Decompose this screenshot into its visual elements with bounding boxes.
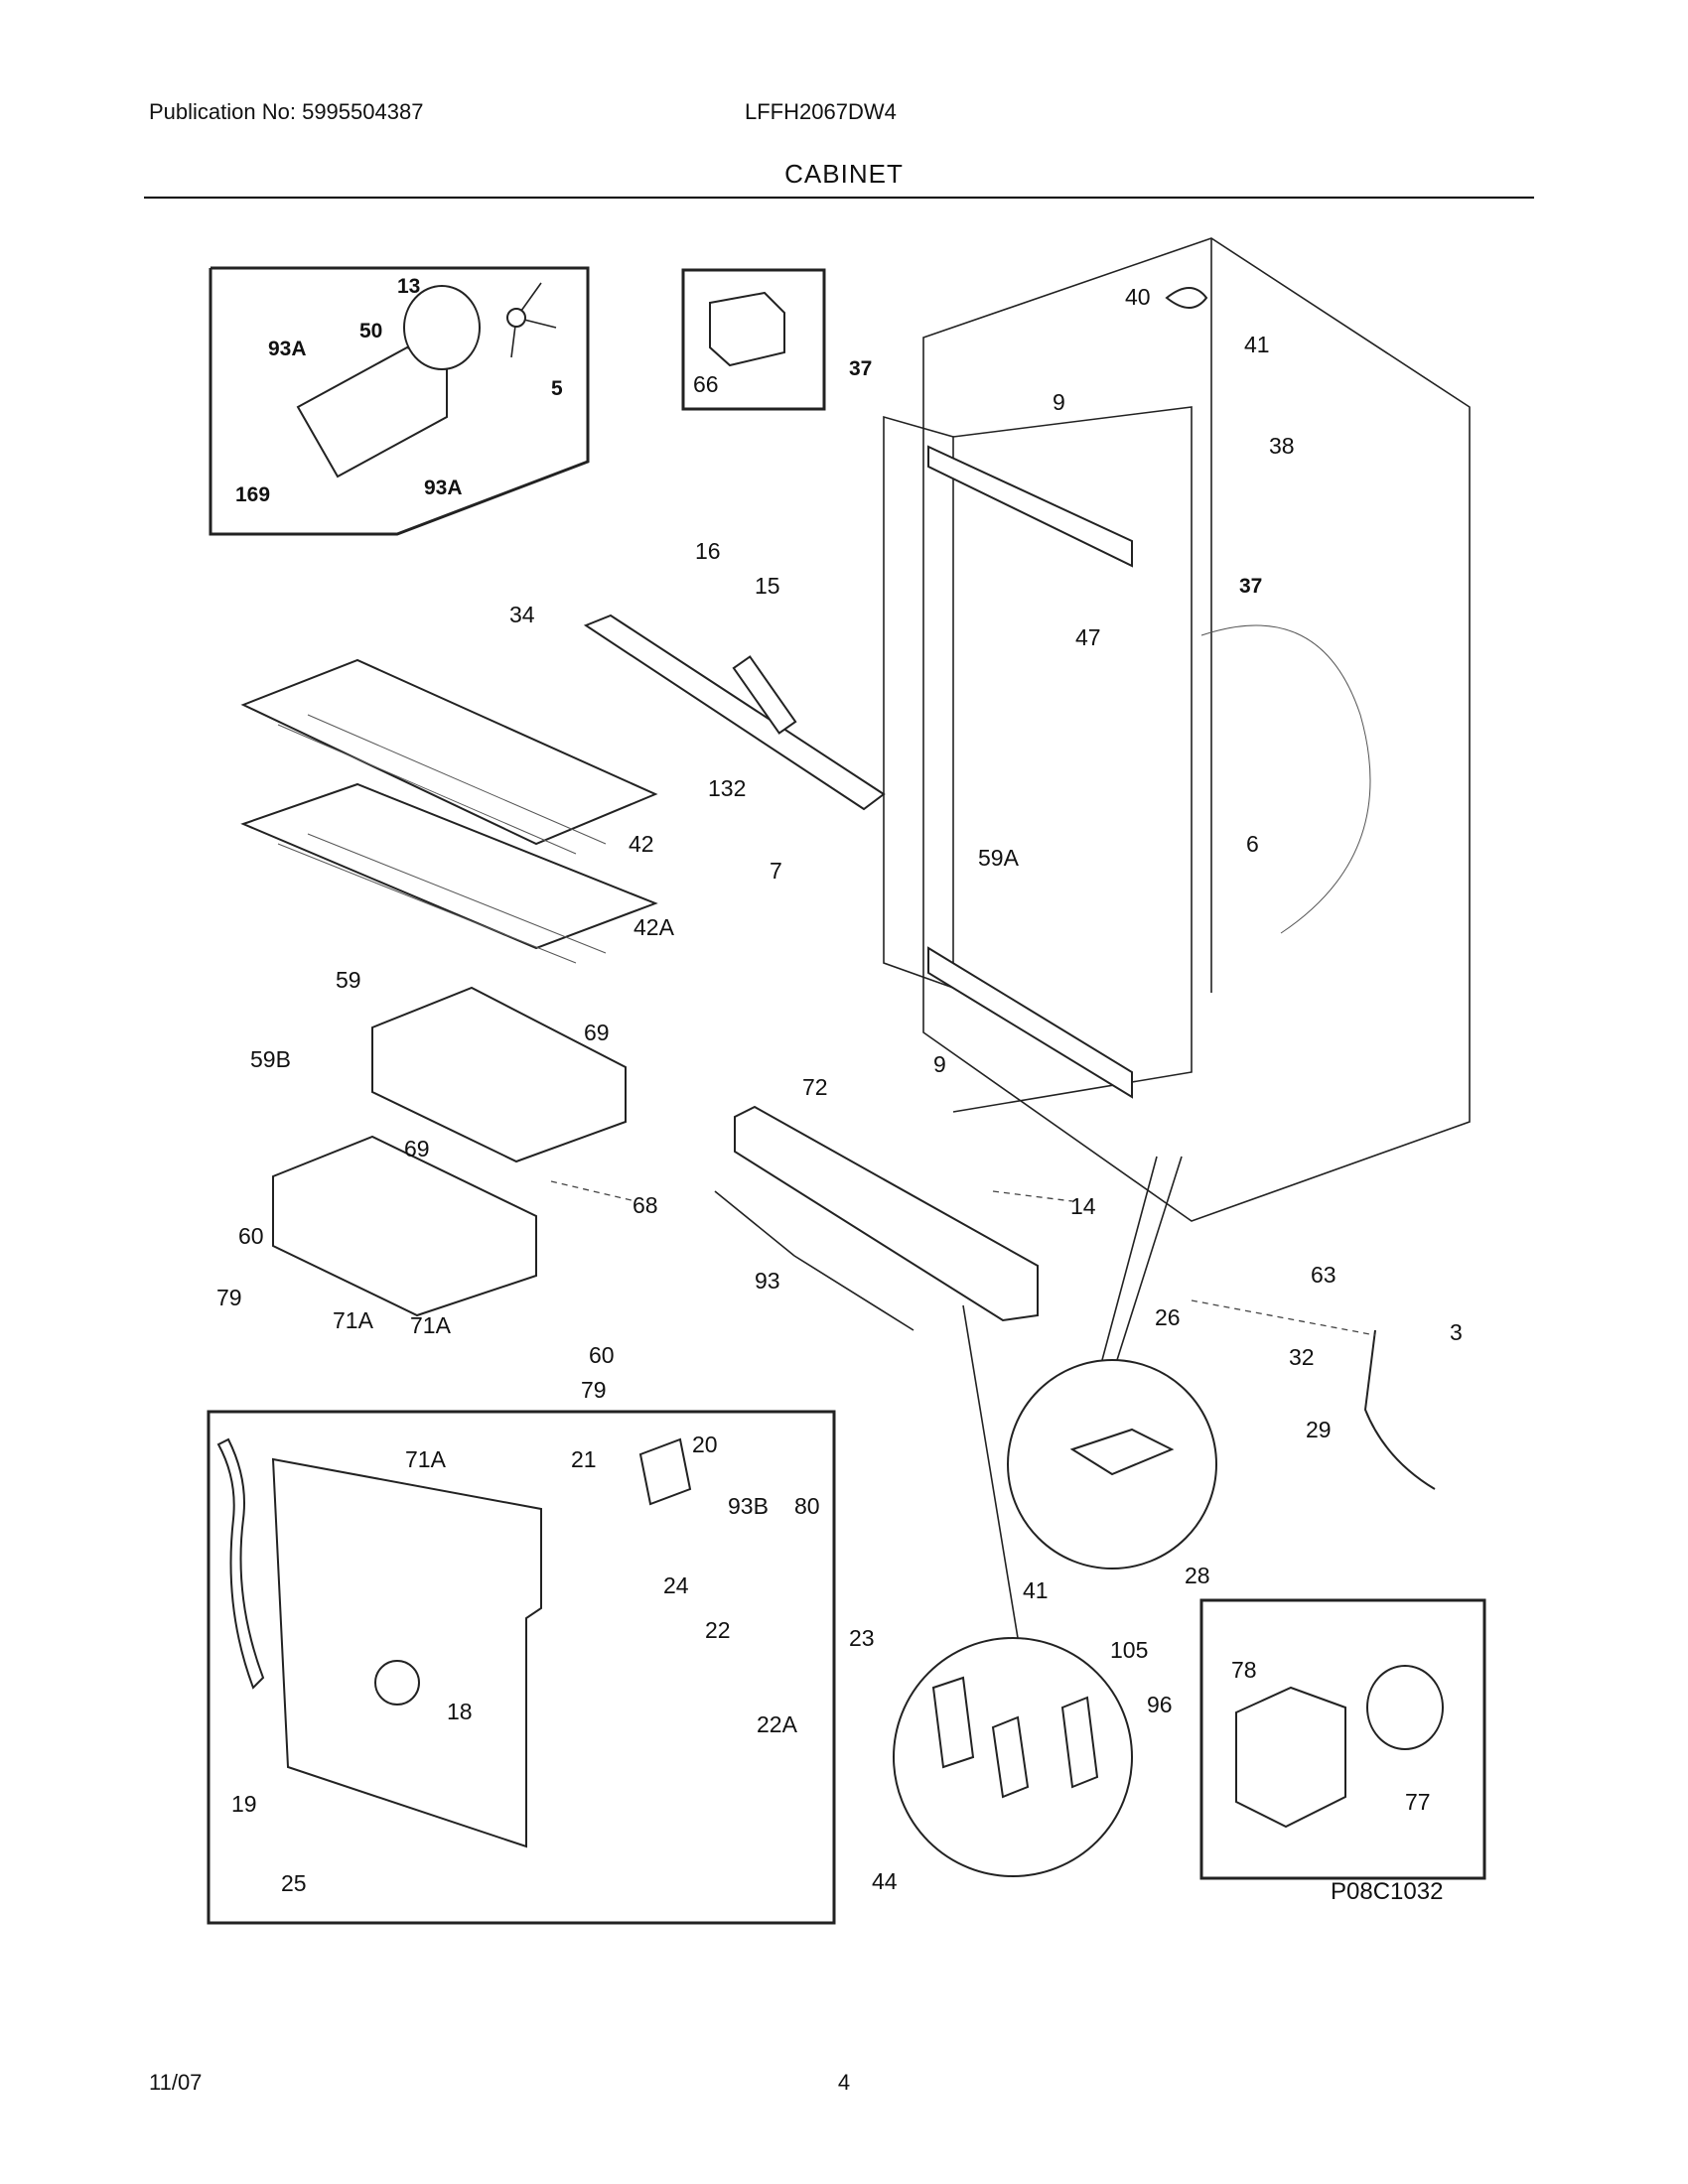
callout-44: 44 bbox=[872, 1868, 898, 1894]
callout-21: 21 bbox=[571, 1446, 597, 1472]
callout-37: 37 bbox=[849, 357, 872, 380]
loose-parts bbox=[583, 287, 1436, 1490]
callout-labels: 13 93A 50 5 169 93A 66 37 40 41 9 38 37 … bbox=[216, 275, 1463, 1896]
callout-15: 15 bbox=[755, 573, 780, 599]
callout-79-2: 79 bbox=[581, 1377, 607, 1403]
callout-14: 14 bbox=[1070, 1193, 1096, 1219]
callout-28: 28 bbox=[1185, 1563, 1210, 1588]
callout-37-2: 37 bbox=[1239, 575, 1262, 598]
callout-13: 13 bbox=[397, 275, 420, 298]
callout-34: 34 bbox=[509, 602, 535, 627]
freezer-cabinet bbox=[883, 237, 1471, 1222]
callout-38: 38 bbox=[1269, 433, 1295, 459]
callout-105: 105 bbox=[1110, 1637, 1148, 1663]
callout-26: 26 bbox=[1155, 1304, 1181, 1330]
header-rule bbox=[144, 197, 1534, 199]
callout-69-2: 69 bbox=[404, 1136, 430, 1161]
callout-79: 79 bbox=[216, 1285, 242, 1310]
callout-93: 93 bbox=[755, 1268, 780, 1294]
callout-25: 25 bbox=[281, 1870, 307, 1896]
callout-22a: 22A bbox=[757, 1711, 798, 1737]
callout-47: 47 bbox=[1075, 624, 1101, 650]
callout-59: 59 bbox=[336, 967, 361, 993]
callout-41-2: 41 bbox=[1023, 1577, 1049, 1603]
callout-60: 60 bbox=[238, 1223, 264, 1249]
figure-code: P08C1032 bbox=[1331, 1878, 1444, 1905]
callout-63: 63 bbox=[1311, 1262, 1336, 1288]
callout-32: 32 bbox=[1289, 1344, 1315, 1370]
callout-7: 7 bbox=[770, 858, 782, 884]
wire-shelves bbox=[240, 658, 658, 964]
callout-3: 3 bbox=[1450, 1319, 1463, 1345]
callout-60-2: 60 bbox=[589, 1342, 615, 1368]
callout-71a-2: 71A bbox=[410, 1312, 452, 1338]
callout-93a: 93A bbox=[268, 338, 307, 360]
callout-50: 50 bbox=[359, 320, 382, 342]
baskets bbox=[272, 986, 627, 1317]
fan-motor-inset bbox=[209, 266, 590, 536]
publication-number: Publication No: 5995504387 bbox=[149, 99, 424, 124]
callout-6: 6 bbox=[1246, 831, 1259, 857]
callout-93b: 93B bbox=[728, 1493, 769, 1519]
callout-71a: 71A bbox=[333, 1307, 374, 1333]
callout-20: 20 bbox=[692, 1432, 718, 1457]
footer-date: 11/07 bbox=[149, 2070, 203, 2095]
callout-68: 68 bbox=[633, 1192, 658, 1218]
relay-inset bbox=[681, 268, 826, 411]
callout-66: 66 bbox=[693, 371, 719, 397]
callout-169: 169 bbox=[235, 483, 270, 506]
callout-59a: 59A bbox=[978, 845, 1020, 871]
callout-96: 96 bbox=[1147, 1692, 1173, 1717]
callout-59b: 59B bbox=[250, 1046, 291, 1072]
callout-9: 9 bbox=[1053, 389, 1065, 415]
callout-24: 24 bbox=[663, 1572, 689, 1598]
callout-18: 18 bbox=[447, 1699, 473, 1724]
callout-40: 40 bbox=[1125, 284, 1151, 310]
callout-16: 16 bbox=[695, 538, 721, 564]
callout-9-2: 9 bbox=[933, 1051, 946, 1077]
callout-132: 132 bbox=[708, 775, 746, 801]
callout-72: 72 bbox=[802, 1074, 828, 1100]
callout-78: 78 bbox=[1231, 1657, 1257, 1683]
section-title: CABINET bbox=[784, 159, 904, 189]
detail-circles bbox=[893, 1156, 1217, 1877]
liner-panel-inset bbox=[207, 1410, 836, 1925]
callout-19: 19 bbox=[231, 1791, 257, 1817]
callout-5: 5 bbox=[551, 377, 563, 400]
callout-42a: 42A bbox=[633, 914, 675, 940]
callout-69: 69 bbox=[584, 1020, 610, 1045]
callout-42: 42 bbox=[629, 831, 654, 857]
callout-41: 41 bbox=[1244, 332, 1270, 357]
leader-lines bbox=[550, 1180, 1376, 1336]
controls-inset bbox=[1199, 1598, 1486, 1880]
callout-29: 29 bbox=[1306, 1417, 1332, 1442]
page-number: 4 bbox=[837, 2070, 851, 2095]
callout-77: 77 bbox=[1405, 1789, 1431, 1815]
callout-80: 80 bbox=[794, 1493, 820, 1519]
callout-23: 23 bbox=[849, 1625, 875, 1651]
callout-93a-2: 93A bbox=[424, 477, 463, 499]
model-number: LFFH2067DW4 bbox=[745, 99, 897, 124]
callout-71a-3: 71A bbox=[405, 1446, 447, 1472]
callout-22: 22 bbox=[705, 1617, 731, 1643]
